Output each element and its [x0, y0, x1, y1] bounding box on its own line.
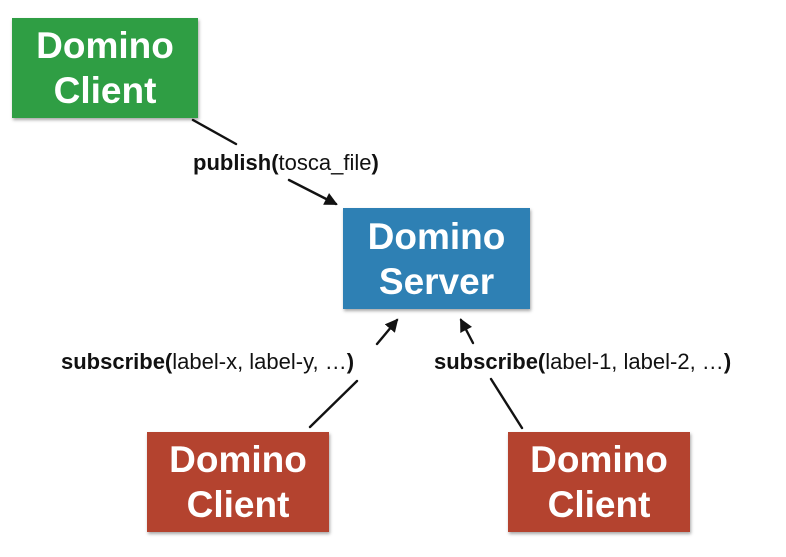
node-label-line: Domino	[530, 439, 668, 480]
edge-label-method: publish(	[193, 150, 279, 175]
node-label-line: Client	[53, 70, 157, 111]
node-label-line: Client	[547, 484, 651, 525]
node-label-line: Domino	[367, 215, 506, 257]
node-domino-client-top: Domino Client	[12, 18, 198, 118]
subscribe-left-edge-label: subscribe(label-x, label-y, …)	[61, 349, 354, 375]
publish-edge-label: publish(tosca_file)	[193, 150, 379, 176]
subscribe-right-arrow-segment-upper	[459, 318, 475, 345]
edge-label-args: label-x, label-y, …	[172, 349, 347, 374]
edge-label-close-paren: )	[371, 150, 379, 175]
subscribe-left-arrow-segment-upper	[375, 318, 399, 346]
edge-label-args: label-1, label-2, …	[545, 349, 724, 374]
edge-label-close-paren: )	[346, 349, 355, 374]
edge-label-args: tosca_file	[278, 150, 372, 175]
node-label-line: Domino	[36, 25, 174, 66]
node-label-line: Server	[378, 260, 495, 302]
edge-label-method: subscribe(	[61, 349, 173, 374]
subscribe-right-edge-label: subscribe(label-1, label-2, …)	[434, 349, 731, 375]
node-label-line: Domino	[169, 439, 307, 480]
subscribe-right-arrow-segment-lower	[489, 377, 524, 430]
node-domino-server: Domino Server	[343, 208, 530, 309]
publish-arrow-segment-upper	[191, 118, 238, 146]
edge-label-method: subscribe(	[434, 349, 546, 374]
subscribe-left-arrow-segment-lower	[308, 379, 359, 429]
node-label-line: Client	[186, 484, 290, 525]
publish-arrow-segment-lower	[287, 178, 338, 206]
edge-label-close-paren: )	[723, 349, 732, 374]
node-domino-client-bottom-left: Domino Client	[147, 432, 329, 532]
node-domino-client-bottom-right: Domino Client	[508, 432, 690, 532]
